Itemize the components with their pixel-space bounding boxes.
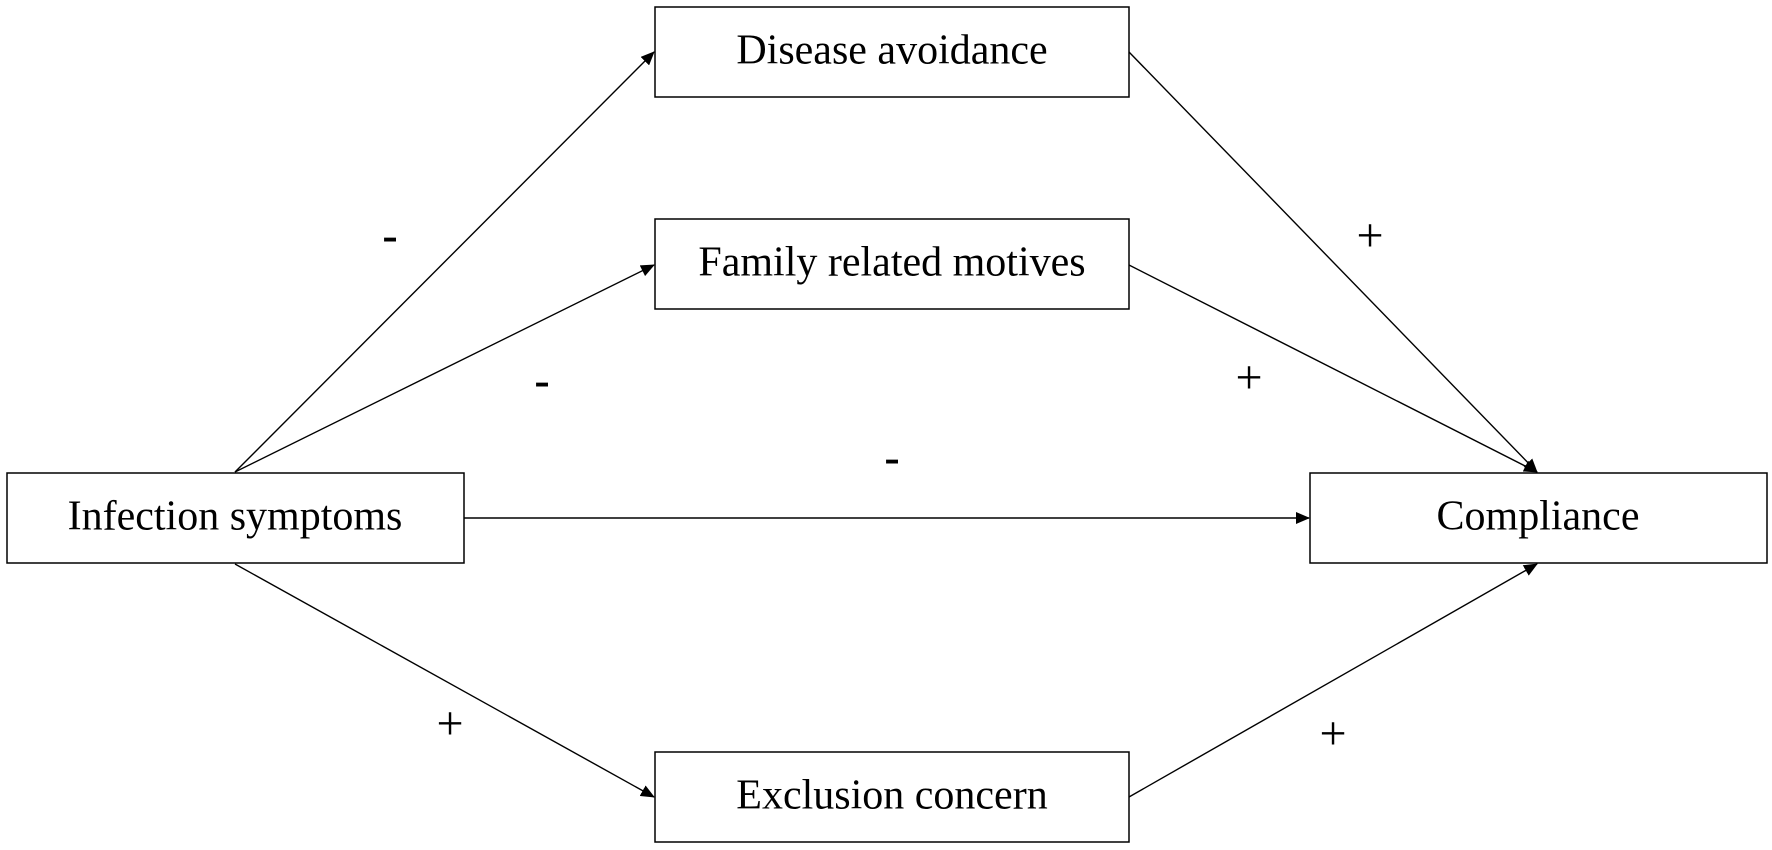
- node-compliance: Compliance: [1309, 472, 1768, 564]
- edge-exclusion-concern-to-compliance: [1128, 563, 1538, 798]
- edge-family-motives-to-compliance: [1128, 264, 1538, 473]
- sign-infection-family-motives: -: [534, 355, 549, 406]
- sign-infection-disease-avoidance: -: [382, 210, 397, 261]
- node-compliance-label: Compliance: [1437, 494, 1640, 540]
- node-exclusion-concern: Exclusion concern: [654, 751, 1130, 843]
- edge-infection-to-family-motives: [234, 264, 655, 473]
- edge-disease-avoidance-to-compliance: [1128, 51, 1538, 473]
- node-exclusion-concern-label: Exclusion concern: [736, 773, 1047, 819]
- node-family-related-motives: Family related motives: [654, 218, 1130, 310]
- sign-infection-exclusion-concern: +: [436, 697, 463, 750]
- node-family-related-motives-label: Family related motives: [698, 240, 1085, 286]
- node-infection-symptoms: Infection symptoms: [6, 472, 465, 564]
- sign-exclusion-concern-compliance: +: [1319, 707, 1346, 760]
- sign-infection-compliance: -: [884, 432, 899, 483]
- edge-infection-to-exclusion-concern: [234, 563, 655, 798]
- sign-disease-avoidance-compliance: +: [1356, 209, 1383, 262]
- node-infection-symptoms-label: Infection symptoms: [68, 494, 403, 540]
- node-disease-avoidance: Disease avoidance: [654, 6, 1130, 98]
- sign-family-motives-compliance: +: [1235, 351, 1262, 404]
- edge-infection-to-disease-avoidance: [234, 51, 655, 473]
- node-disease-avoidance-label: Disease avoidance: [736, 28, 1047, 74]
